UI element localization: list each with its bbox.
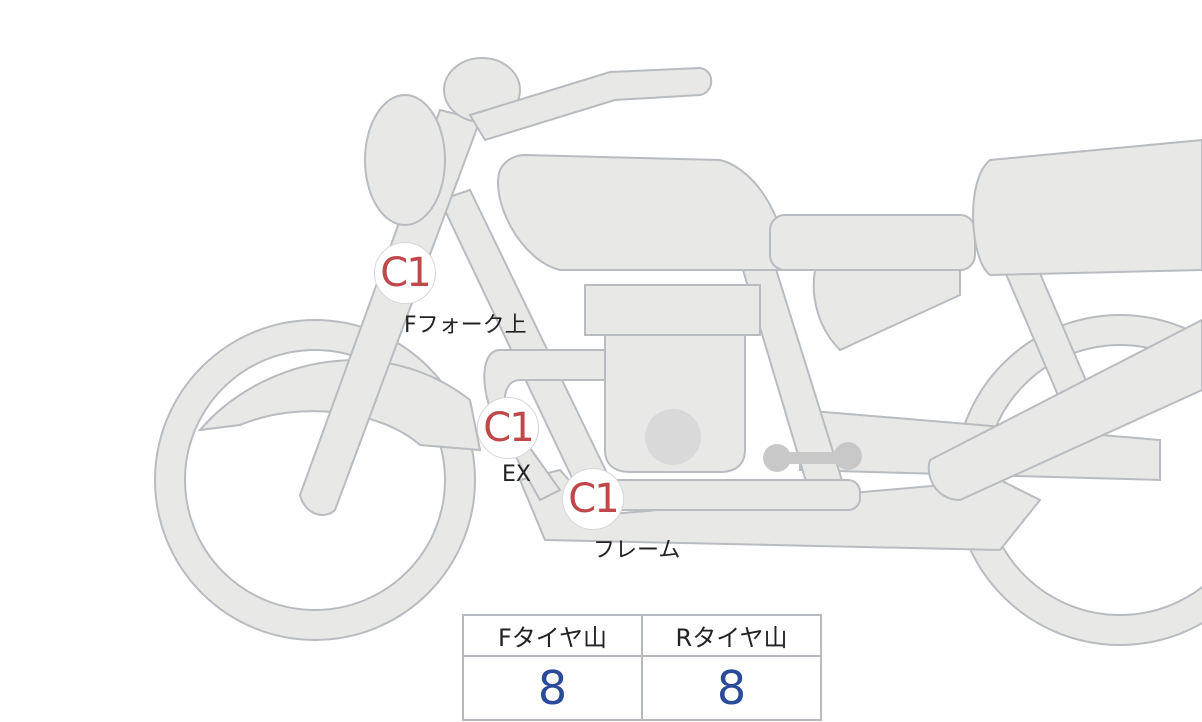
engine-head xyxy=(584,284,761,336)
inspection-badge-frame[interactable]: C1 xyxy=(562,468,624,530)
headlight xyxy=(364,94,446,226)
rear-seat xyxy=(972,138,1202,277)
side-cover xyxy=(812,269,961,352)
value-front-tire: 8 xyxy=(462,655,643,721)
exhaust-pipe xyxy=(599,479,861,511)
rear-shock xyxy=(927,318,1202,502)
header-front-tire: Fタイヤ山 xyxy=(462,614,643,657)
engine-block xyxy=(604,334,746,473)
fuel-tank xyxy=(497,153,787,271)
label-exhaust: EX xyxy=(502,462,531,487)
tire-tread-table: Fタイヤ山 Rタイヤ山 8 8 xyxy=(462,614,822,721)
seat xyxy=(769,214,976,271)
inspection-badge-exhaust[interactable]: C1 xyxy=(477,397,539,459)
footpeg xyxy=(763,442,862,472)
engine-cover xyxy=(645,409,701,465)
inspection-badge-fork[interactable]: C1 xyxy=(374,242,436,304)
value-rear-tire: 8 xyxy=(641,655,822,721)
label-fork: Fフォーク上 xyxy=(404,313,527,338)
front-fork xyxy=(298,108,482,516)
header-rear-tire: Rタイヤ山 xyxy=(641,614,822,657)
handlebar xyxy=(468,66,713,142)
label-frame: フレーム xyxy=(593,538,681,563)
front-wheel xyxy=(153,319,477,641)
